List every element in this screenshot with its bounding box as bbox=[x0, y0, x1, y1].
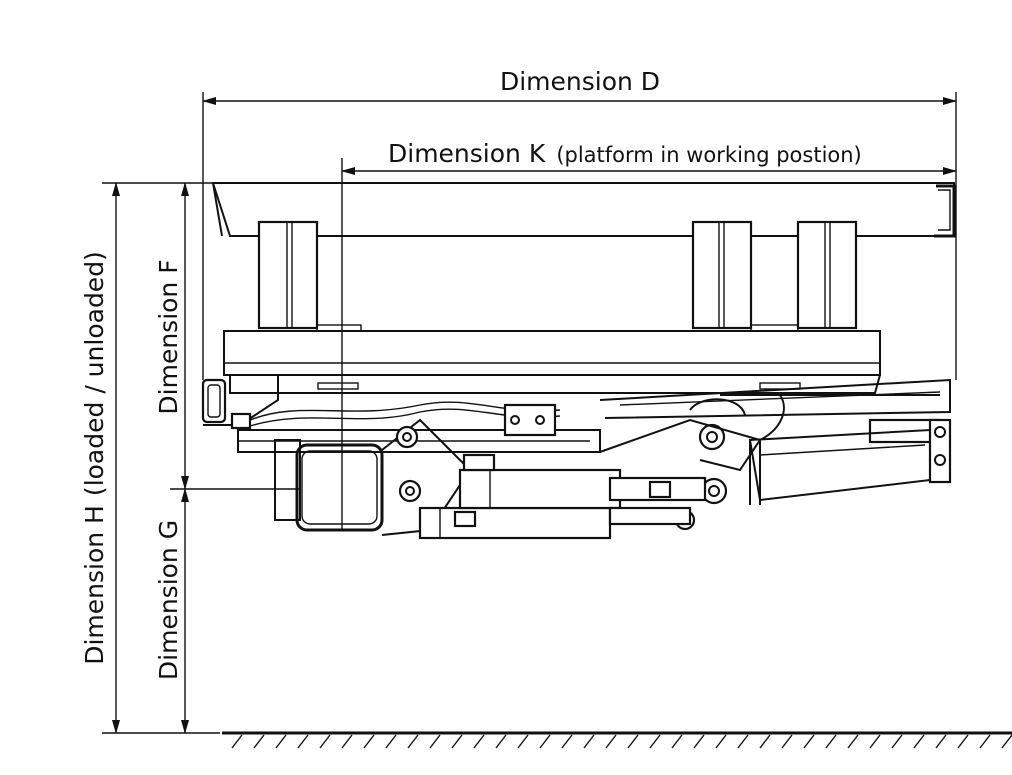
platform bbox=[211, 182, 956, 238]
ground-hatch-mark bbox=[913, 734, 925, 749]
ground-hatch-mark bbox=[1001, 734, 1012, 749]
dimension-k-label: Dimension K (platform in working postion… bbox=[388, 139, 862, 168]
dimension-f-label: Dimension F bbox=[154, 259, 183, 414]
ground-hatch-mark bbox=[451, 734, 463, 749]
ground-hatch-mark bbox=[253, 734, 265, 749]
ground-hatch-mark bbox=[781, 734, 793, 749]
ground-hatch-mark bbox=[605, 734, 617, 749]
ground-hatch-mark bbox=[341, 734, 353, 749]
ground-hatch-mark bbox=[561, 734, 573, 749]
ground-hatch-mark bbox=[737, 734, 749, 749]
ground-line bbox=[222, 731, 1012, 749]
ground-hatch-mark bbox=[275, 734, 287, 749]
ground-hatch-mark bbox=[385, 734, 397, 749]
dimension-h-label: Dimension H (loaded / unloaded) bbox=[80, 251, 109, 665]
ground-hatch-mark bbox=[627, 734, 639, 749]
ground-hatch-mark bbox=[891, 734, 903, 749]
ground-hatch-mark bbox=[583, 734, 595, 749]
ground-hatch-mark bbox=[363, 734, 375, 749]
dimension-h: Dimension H (loaded / unloaded) bbox=[80, 182, 220, 734]
ground-hatch-mark bbox=[671, 734, 683, 749]
ground-hatch-mark bbox=[231, 734, 243, 749]
ground-hatch-mark bbox=[649, 734, 661, 749]
ground-hatch-mark bbox=[803, 734, 815, 749]
dimension-d-label: Dimension D bbox=[500, 67, 660, 96]
ground-hatch-mark bbox=[473, 734, 485, 749]
ground-hatch-mark bbox=[957, 734, 969, 749]
ground-hatch-mark bbox=[319, 734, 331, 749]
platform-posts bbox=[257, 220, 858, 332]
dimension-g-label: Dimension G bbox=[154, 520, 183, 680]
dimension-f: Dimension F bbox=[154, 182, 189, 490]
ground-hatch-mark bbox=[715, 734, 727, 749]
ground-hatch-mark bbox=[495, 734, 507, 749]
dimension-d: Dimension D bbox=[202, 67, 957, 380]
dimension-g: Dimension G bbox=[154, 488, 300, 734]
ground-hatch-mark bbox=[979, 734, 991, 749]
ground-hatch-mark bbox=[935, 734, 947, 749]
ground-hatch-mark bbox=[429, 734, 441, 749]
ground-hatch-mark bbox=[407, 734, 419, 749]
ground-hatch-mark bbox=[517, 734, 529, 749]
ground-hatch-mark bbox=[847, 734, 859, 749]
dimension-k: Dimension K (platform in working postion… bbox=[341, 139, 957, 530]
ground-hatch-mark bbox=[825, 734, 837, 749]
ground-hatch-mark bbox=[297, 734, 309, 749]
ground-hatch-mark bbox=[693, 734, 705, 749]
ground-hatch-mark bbox=[869, 734, 881, 749]
undercarriage bbox=[230, 378, 952, 540]
ground-hatch-mark bbox=[759, 734, 771, 749]
ground-hatch-mark bbox=[539, 734, 551, 749]
